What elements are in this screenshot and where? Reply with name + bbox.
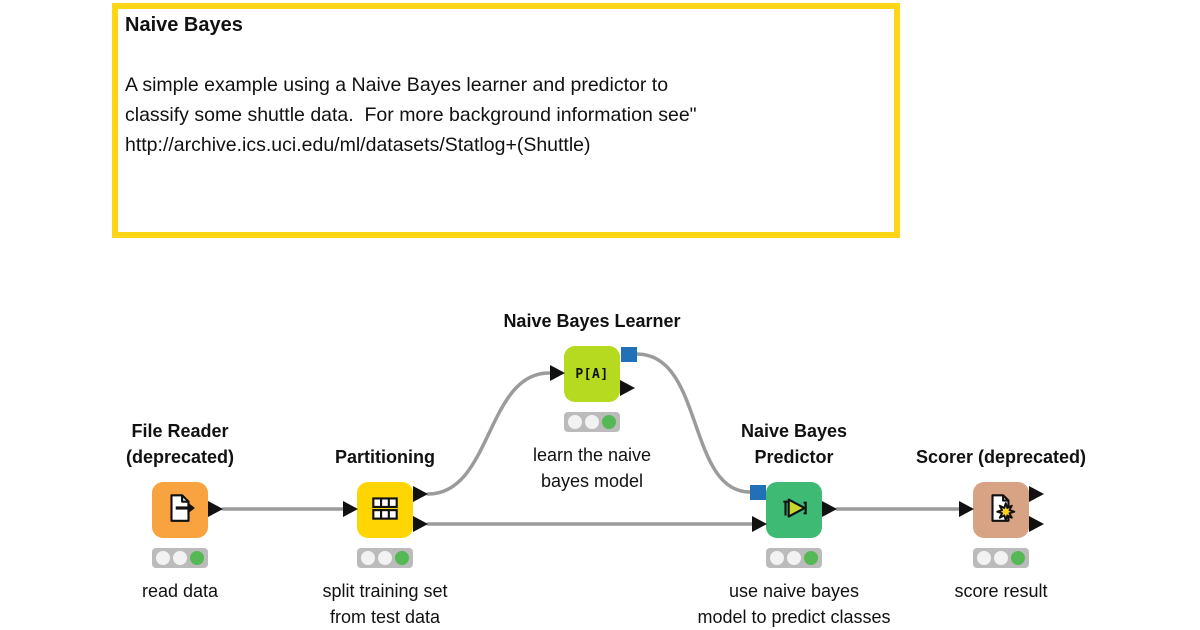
- status-lamp-yellow: [378, 551, 392, 565]
- annotation-body-line: A simple example using a Naive Bayes lea…: [125, 74, 669, 96]
- status-lamp-green: [602, 415, 616, 429]
- output-port-model[interactable]: [621, 347, 637, 362]
- node-caption[interactable]: score result: [954, 581, 1048, 601]
- annotation-body-line: classify some shuttle data. For more bac…: [125, 104, 697, 126]
- node-status-traffic-light: [766, 548, 822, 568]
- file-export-icon: [163, 491, 197, 530]
- node-partitioning: Partitioning split train: [322, 447, 447, 627]
- status-lamp-green: [804, 551, 818, 565]
- status-lamp-green: [190, 551, 204, 565]
- connection-learner-predictor-model[interactable]: [635, 352, 752, 494]
- status-lamp-red: [977, 551, 991, 565]
- partitioning-node-body[interactable]: [343, 482, 428, 538]
- status-lamp-yellow: [173, 551, 187, 565]
- node-naive-bayes-predictor: Naive Bayes Predictor use naive bayes mo…: [697, 421, 890, 627]
- status-lamp-red: [156, 551, 170, 565]
- node-naive-bayes-learner: Naive Bayes Learner P[A] learn the naive…: [503, 311, 680, 491]
- annotation-body-line: http://archive.ics.uci.edu/ml/datasets/S…: [125, 134, 591, 156]
- status-lamp-red: [361, 551, 375, 565]
- node-file-reader: File Reader (deprecated) read data: [126, 421, 234, 601]
- naive-bayes-predictor-node-body[interactable]: [750, 482, 837, 538]
- node-caption[interactable]: split training set from test data: [322, 581, 448, 627]
- input-port-model[interactable]: [750, 485, 766, 500]
- annotation-title: Naive Bayes: [125, 14, 243, 36]
- scorer-node-body[interactable]: [959, 482, 1044, 538]
- node-caption[interactable]: read data: [141, 581, 219, 601]
- status-lamp-yellow: [994, 551, 1008, 565]
- node-label[interactable]: Naive Bayes Learner: [503, 311, 681, 331]
- node-status-traffic-light: [564, 412, 620, 432]
- predictor-triangle-icon: [777, 491, 811, 530]
- node-label[interactable]: File Reader (deprecated): [125, 421, 235, 467]
- node-status-traffic-light: [973, 548, 1029, 568]
- node-label[interactable]: Partitioning: [335, 447, 435, 467]
- workflow-annotation-box[interactable]: Naive Bayes A simple example using a Nai…: [112, 3, 900, 238]
- node-label[interactable]: Naive Bayes Predictor: [740, 421, 848, 467]
- node-status-traffic-light: [357, 548, 413, 568]
- status-lamp-red: [568, 415, 582, 429]
- naive-bayes-learner-node-body[interactable]: P[A]: [550, 346, 637, 402]
- connection-partitioning-learner[interactable]: [426, 371, 551, 496]
- table-partition-icon: [368, 491, 402, 530]
- file-reader-node-body[interactable]: [152, 482, 223, 538]
- node-scorer: Scorer (deprecated) score result: [916, 447, 1086, 601]
- status-lamp-yellow: [585, 415, 599, 429]
- status-lamp-red: [770, 551, 784, 565]
- status-lamp-yellow: [787, 551, 801, 565]
- status-lamp-green: [395, 551, 409, 565]
- node-label[interactable]: Scorer (deprecated): [915, 447, 1087, 467]
- document-star-icon: [984, 491, 1018, 530]
- node-status-traffic-light: [152, 548, 208, 568]
- status-lamp-green: [1011, 551, 1025, 565]
- node-caption[interactable]: use naive bayes model to predict classes: [697, 581, 891, 627]
- node-caption[interactable]: learn the naive bayes model: [532, 445, 652, 491]
- annotation-body: A simple example using a Naive Bayes lea…: [125, 70, 887, 160]
- probability-formula-icon: P[A]: [575, 366, 609, 382]
